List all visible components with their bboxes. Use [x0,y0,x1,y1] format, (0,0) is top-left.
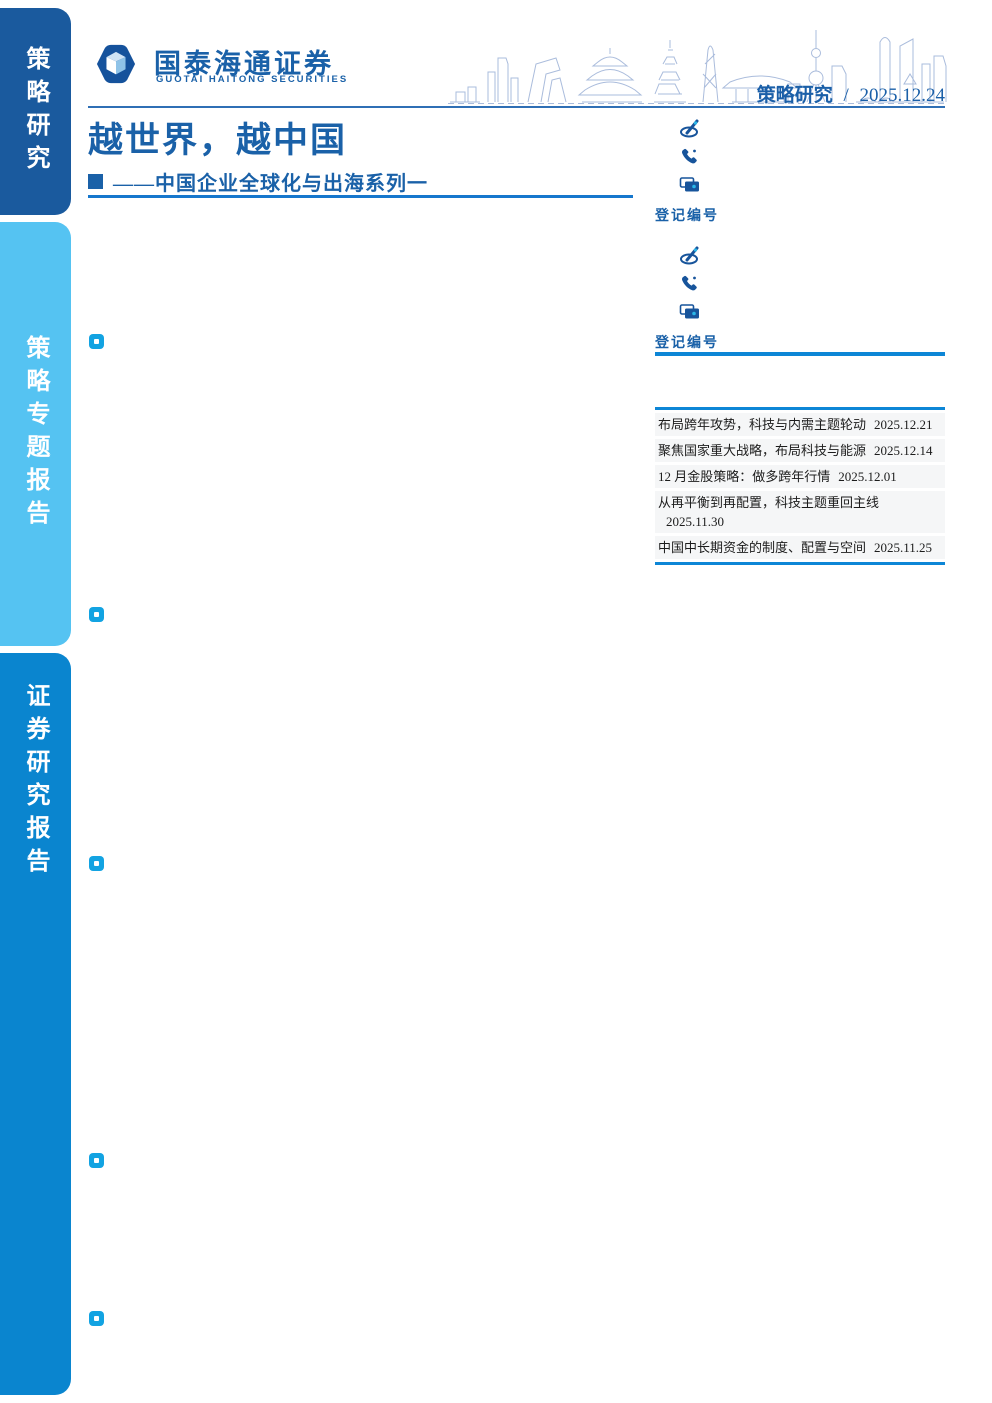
related-report-title[interactable]: 聚焦国家重大战略，布局科技与能源 [658,443,867,458]
subtitle-rule [88,195,633,198]
sidebar-band-securities-research-report: 证券研究报告 [0,653,71,1395]
section-bullet-icon [89,607,104,622]
phone-icon [679,147,945,167]
header-date: 2025.12.24 [859,85,946,106]
sidebar-label-securities-research-report: 证券研究报告 [22,683,48,881]
related-report-title[interactable]: 12 月金股策略：做多跨年行情 [658,469,831,484]
related-report-title[interactable]: 布局跨年攻势，科技与内需主题轮动 [658,417,867,432]
subtitle-square-icon [88,174,103,189]
phone-icon [679,274,945,294]
section-bullet-icon [89,1153,104,1168]
related-report-date: 2025.12.01 [838,469,897,484]
section-bullet-icon [89,334,104,349]
related-report-row[interactable]: 布局跨年攻势，科技与内需主题轮动 2025.12.21 [655,413,945,436]
company-name-en: GUOTAI HAITONG SECURITIES [156,74,349,85]
header-category: 策略研究 [756,85,833,106]
registration-number-label: 登记编号 [655,209,719,224]
related-report-row[interactable]: 聚焦国家重大战略，布局科技与能源 2025.12.14 [655,439,945,462]
analyst-block-2: 登记编号 [655,245,945,352]
related-report-date: 2025.11.30 [666,514,725,529]
email-icon [679,303,945,323]
related-report-title[interactable]: 从再平衡到再配置，科技主题重回主线 [658,495,880,510]
company-logo-icon [90,40,142,88]
sidebar-band-strategy-research: 策略研究 [0,8,71,215]
section-bullet-icon [89,856,104,871]
related-reports-table: 布局跨年攻势，科技与内需主题轮动 2025.12.21 聚焦国家重大战略，布局科技… [655,407,945,565]
sidebar-label-strategy-research: 策略研究 [22,45,48,178]
author-icon [679,245,945,265]
sidebar-band-strategy-special-report: 策略专题报告 [0,222,71,646]
right-column-divider-rule [655,352,945,356]
author-icon [679,118,945,138]
city-skyline-art [448,18,948,106]
related-report-row[interactable]: 中国中长期资金的制度、配置与空间 2025.11.25 [655,536,945,559]
related-report-title[interactable]: 中国中长期资金的制度、配置与空间 [658,540,867,555]
sidebar-label-strategy-special-report: 策略专题报告 [22,335,48,533]
registration-number-label: 登记编号 [655,336,719,351]
related-report-date: 2025.12.21 [874,417,933,432]
company-name-cn: 国泰海通证券 [154,49,334,79]
related-report-row[interactable]: 12 月金股策略：做多跨年行情 2025.12.01 [655,465,945,488]
report-subtitle: ——中国企业全球化与出海系列一 [113,173,428,195]
report-subtitle-row: ——中国企业全球化与出海系列一 [88,167,428,196]
section-bullet-icon [89,1311,104,1326]
related-report-row[interactable]: 从再平衡到再配置，科技主题重回主线 2025.11.30 [655,491,945,533]
header-meta: 策略研究 / 2025.12.24 [757,80,945,107]
analyst-block-1: 登记编号 [655,118,945,225]
header-rule [88,106,945,108]
header-separator: / [843,85,849,106]
related-report-date: 2025.12.14 [874,443,933,458]
email-icon [679,176,945,196]
report-title: 越世界，越中国 [88,121,348,160]
related-report-date: 2025.11.25 [874,540,933,555]
